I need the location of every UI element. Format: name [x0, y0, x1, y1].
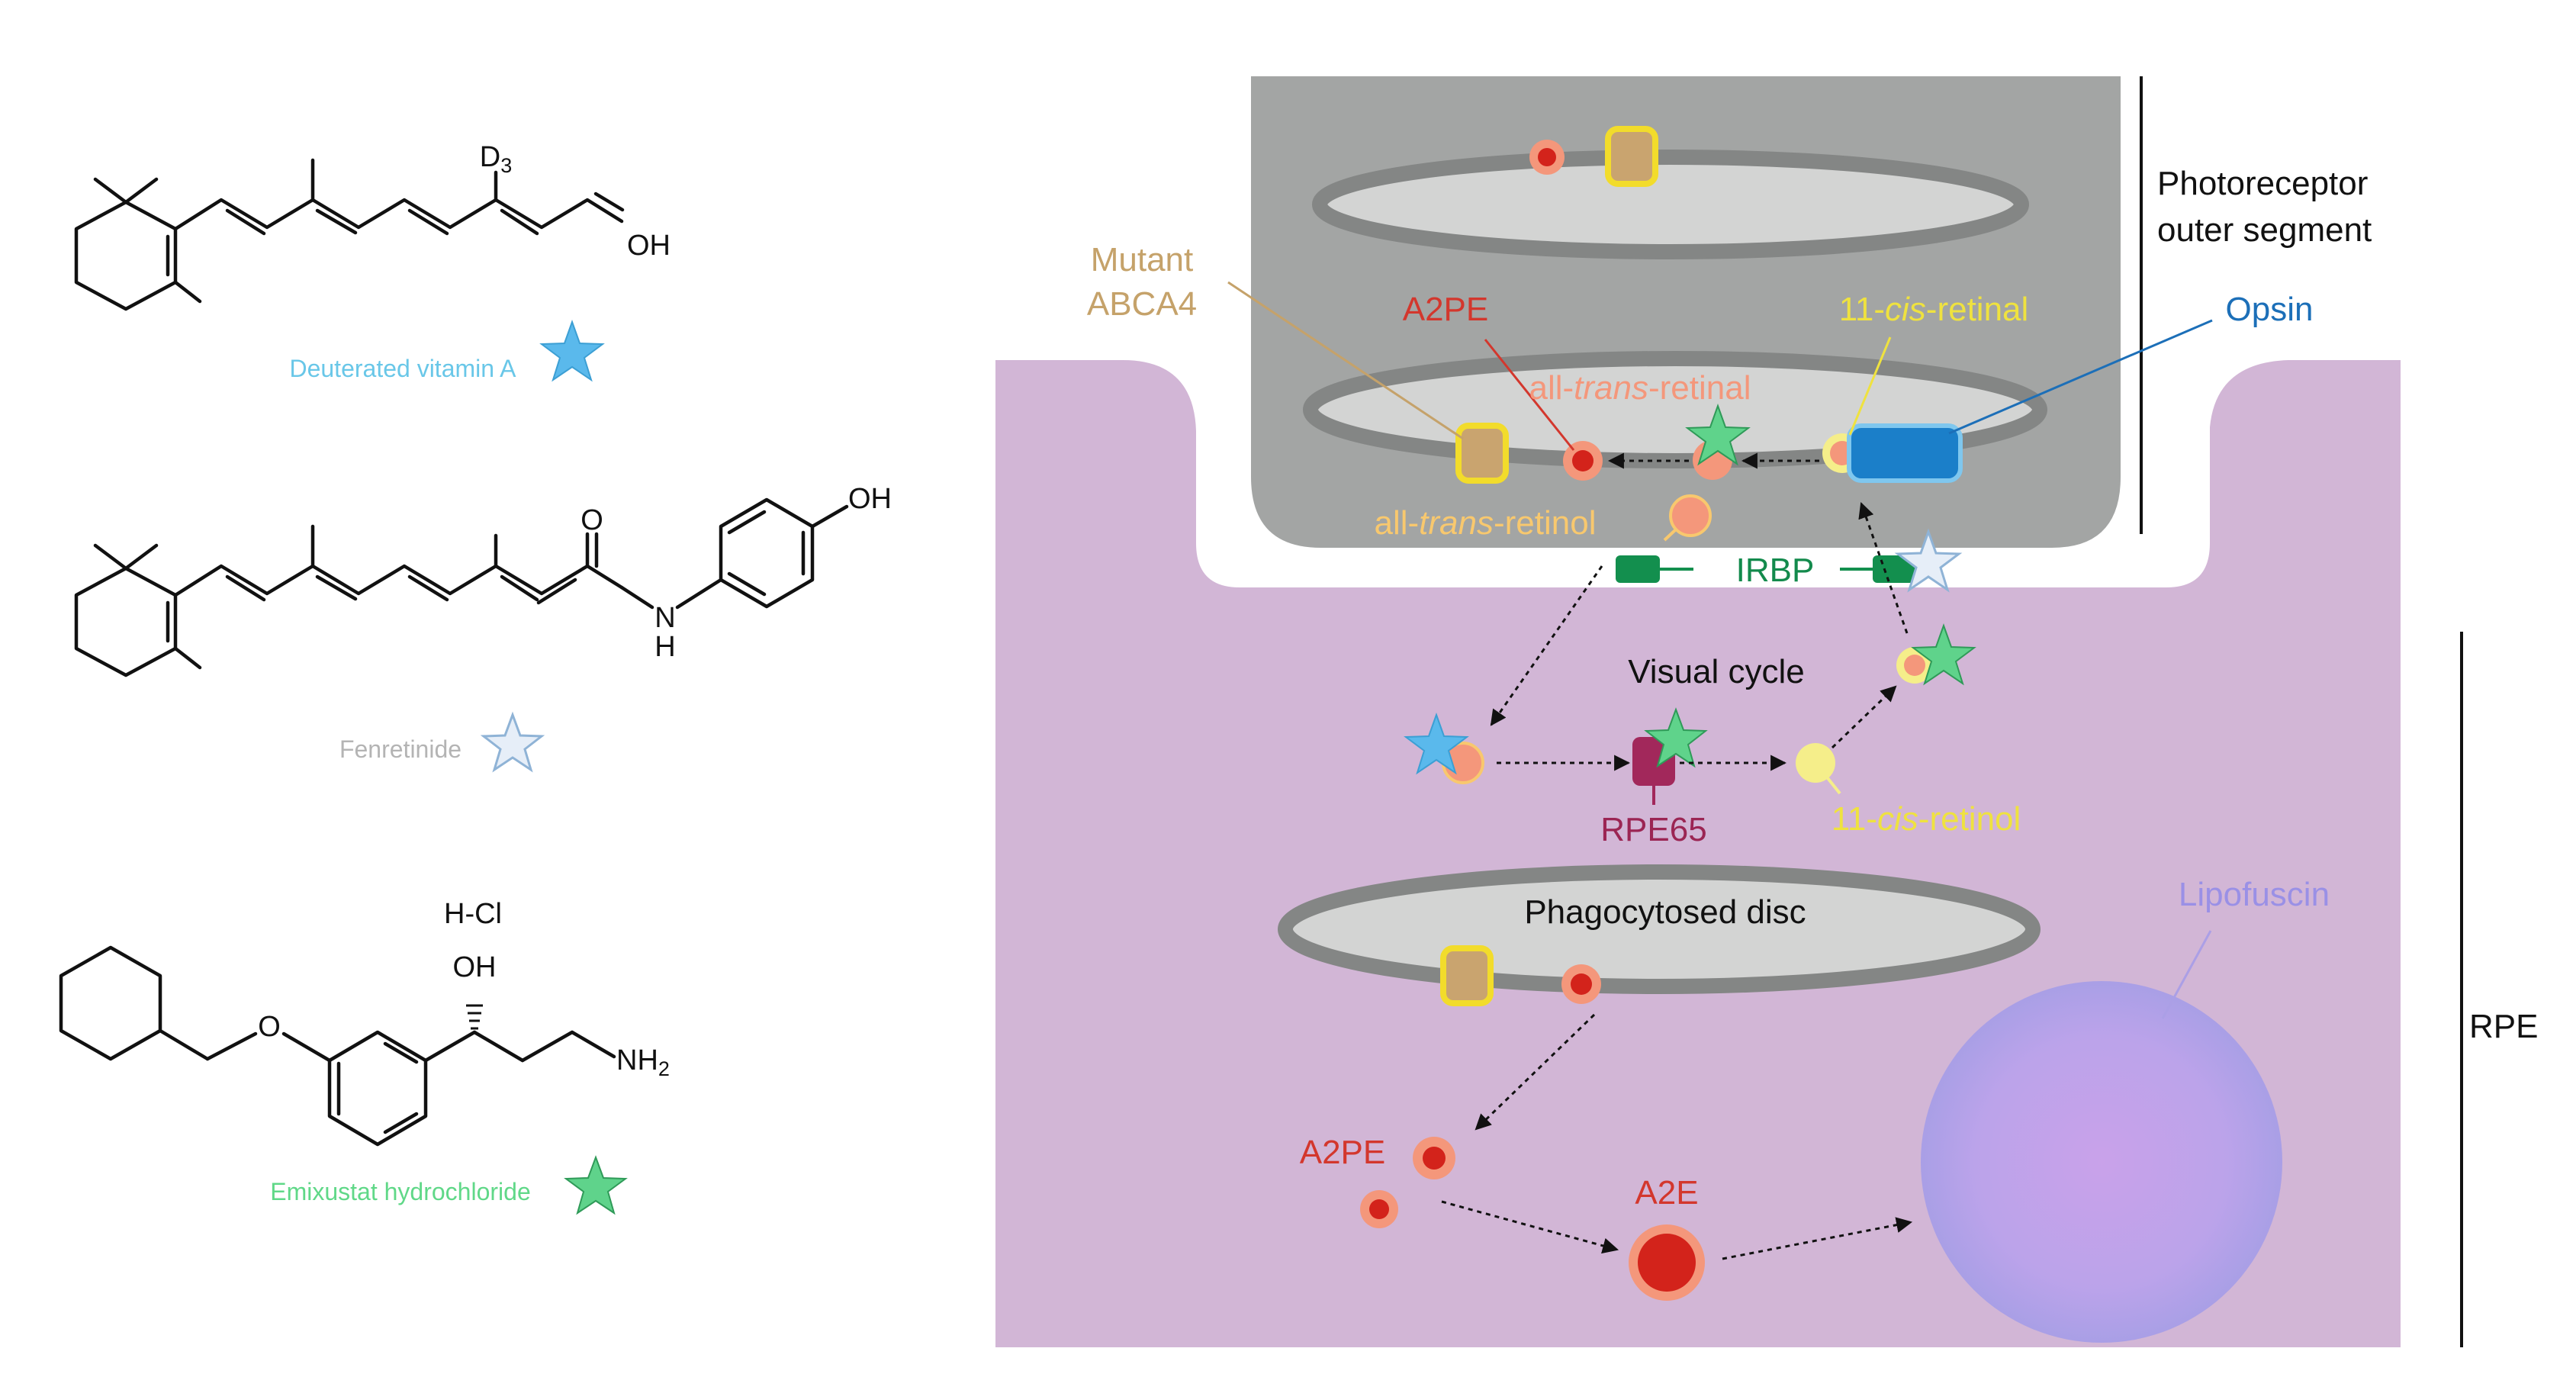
mutant-abca4-label-line2: ABCA4 — [1087, 285, 1197, 323]
opsin-leader — [1948, 319, 2213, 435]
emixustat-ether-o-label: O — [258, 1011, 281, 1043]
aldehyde-oh-label: OH — [627, 230, 671, 262]
a2pe-bottom-label: A2PE — [1300, 1134, 1386, 1171]
a2pe-particle-2-core — [1369, 1199, 1389, 1219]
top-disc — [1312, 150, 2029, 259]
emixustat-nh2-label: NH2 — [616, 1044, 670, 1080]
mutant-abca4-label-line1: Mutant — [1091, 241, 1194, 278]
all-trans-retinol-particle — [1669, 494, 1712, 537]
a2pe-top-label: A2PE — [1403, 291, 1489, 328]
fenretinide-star-on-irbp-icon — [1894, 528, 1963, 593]
irbp-right — [1873, 555, 1917, 583]
phagocytosed-disc-abca4 — [1440, 945, 1494, 1006]
middle-disc-a2pe-core — [1572, 450, 1594, 471]
abca4-leader — [1227, 281, 1464, 440]
lipofuscin-granule — [1921, 981, 2282, 1343]
fenretinide-name: Fenretinide — [339, 735, 461, 763]
emixustat-hcl-label: H-Cl — [444, 898, 502, 930]
fenretinide-star-icon — [480, 711, 545, 773]
irbp-label: IRBP — [1736, 552, 1815, 589]
opsin-protein — [1847, 423, 1963, 483]
emixustat-star-on-all-trans-retinal-icon — [1685, 404, 1751, 466]
top-disc-a2pe-core — [1538, 148, 1556, 166]
a2e-particle-core — [1638, 1234, 1696, 1292]
rpe-eleven-cis-retinal-core — [1904, 655, 1925, 676]
fenretinide-oh-label: OH — [848, 483, 892, 515]
a2e-label: A2E — [1635, 1174, 1698, 1212]
eleven-cis-retinol-stem — [1826, 777, 1841, 795]
top-disc-abca4 — [1605, 126, 1658, 187]
arrow-a2pe-to-a2e — [1441, 1200, 1619, 1254]
fenretinide-carbonyl-o-label: O — [580, 504, 603, 536]
a2pe-particle-1-core — [1423, 1147, 1446, 1170]
stereo-hash-bond — [466, 1004, 483, 1030]
lipofuscin-label: Lipofuscin — [2179, 876, 2330, 913]
lipofuscin-leader — [2161, 930, 2212, 1019]
phagocytosed-disc-a2pe-core — [1571, 973, 1592, 995]
a2pe-top-leader — [1484, 339, 1575, 451]
opsin-label: Opsin — [2226, 291, 2314, 328]
eleven-cis-retinal-leader — [1848, 336, 1892, 436]
structure-deuterated-vitamin-a — [74, 158, 625, 311]
arrow-a2e-to-lipofuscin — [1722, 1217, 1913, 1260]
middle-disc-abca4 — [1455, 423, 1509, 484]
all-trans-retinal-label: all-trans-retinal — [1529, 369, 1751, 407]
all-trans-retinol-label: all-trans-retinol — [1374, 504, 1596, 542]
rpe-label: RPE — [2469, 1008, 2538, 1045]
rpe65-label: RPE65 — [1600, 811, 1706, 848]
structure-fenretinide — [74, 497, 849, 677]
visual-cycle-label: Visual cycle — [1628, 653, 1805, 690]
emixustat-name: Emixustat hydrochloride — [270, 1178, 530, 1205]
deuterium-d3-label: D3 — [480, 141, 512, 177]
eleven-cis-retinol-label: 11-cis-retinol — [1832, 800, 2021, 838]
fenretinide-h-label: H — [654, 631, 675, 663]
eleven-cis-retinal-label: 11-cis-retinal — [1839, 291, 2029, 328]
arrow-11cis-retinol-to-retinal — [1831, 685, 1897, 749]
phagocytosed-disc-label: Phagocytosed disc — [1524, 893, 1806, 931]
deuterated-vitamin-a-star-icon — [539, 320, 605, 382]
emixustat-oh-label: OH — [453, 951, 497, 983]
deuterated-vitamin-a-name: Deuterated vitamin A — [289, 355, 516, 382]
outer-segment-label: outer segment — [2157, 211, 2372, 249]
emixustat-star-on-rpe65-icon — [1644, 707, 1708, 768]
emixustat-star-icon — [564, 1155, 628, 1215]
retinol-stem — [1663, 528, 1677, 542]
structure-emixustat — [59, 945, 616, 1147]
deuterated-vitamin-a-star-on-retinol-icon — [1404, 713, 1469, 775]
fenretinide-n-label: N — [654, 602, 675, 634]
irbp-left — [1616, 555, 1660, 583]
photoreceptor-label: Photoreceptor — [2157, 165, 2368, 202]
emixustat-star-on-11cis-retinal-icon — [1911, 623, 1976, 686]
eleven-cis-retinol-particle — [1796, 743, 1835, 783]
